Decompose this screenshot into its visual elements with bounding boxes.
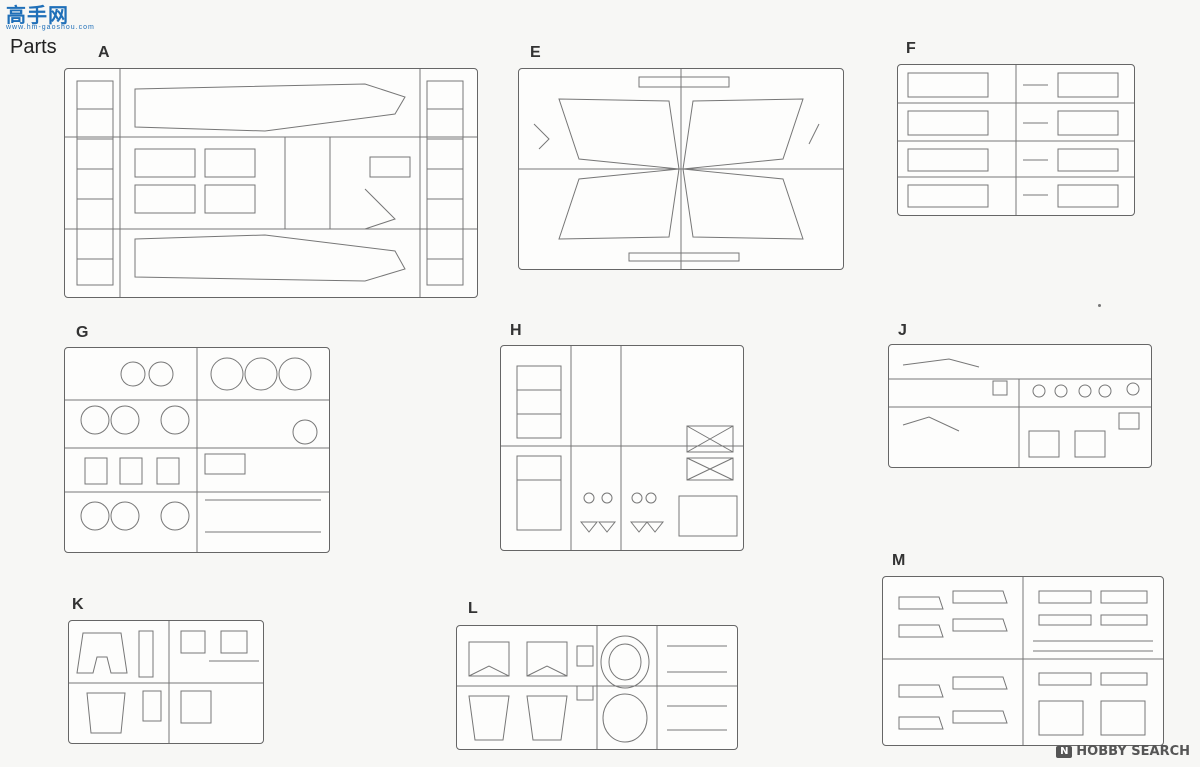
watermark: N HOBBY SEARCH xyxy=(1056,744,1190,759)
watermark-badge: N xyxy=(1056,745,1073,758)
sprue-g-drawing xyxy=(65,348,329,552)
sprue-label-h: H xyxy=(510,322,522,339)
site-logo: 高手网 www.hm-gaoshou.com xyxy=(6,4,95,31)
sprue-h xyxy=(500,345,744,551)
sprue-label-m: M xyxy=(892,552,906,569)
sprue-m-drawing xyxy=(883,577,1163,745)
sprue-label-k: K xyxy=(72,596,84,613)
logo-sub: www.hm-gaoshou.com xyxy=(6,24,95,31)
sprue-k-drawing xyxy=(69,621,263,743)
sprue-label-a: A xyxy=(98,44,110,61)
sprue-a xyxy=(64,68,478,298)
watermark-text: HOBBY SEARCH xyxy=(1076,744,1190,759)
sprue-h-drawing xyxy=(501,346,743,550)
sprue-label-e: E xyxy=(530,44,541,61)
speck xyxy=(1098,304,1101,307)
sprue-j xyxy=(888,344,1152,468)
logo-mark: 高手网 xyxy=(6,3,69,27)
page-title: Parts xyxy=(10,36,57,58)
sprue-j-drawing xyxy=(889,358,1151,467)
sprue-k xyxy=(68,620,264,744)
sprue-g xyxy=(64,347,330,553)
sprue-label-f: F xyxy=(906,40,916,57)
sprue-l-drawing xyxy=(457,626,737,749)
sprue-f xyxy=(897,64,1135,216)
sprue-label-l: L xyxy=(468,600,478,617)
sprue-m xyxy=(882,576,1164,746)
sprue-l xyxy=(456,625,738,750)
sprue-label-g: G xyxy=(76,324,89,341)
sprue-e-drawing xyxy=(519,69,843,269)
sprue-e xyxy=(518,68,844,270)
sprue-a-drawing xyxy=(65,69,477,297)
sprue-f-drawing xyxy=(898,65,1134,215)
sprue-label-j: J xyxy=(898,322,907,339)
